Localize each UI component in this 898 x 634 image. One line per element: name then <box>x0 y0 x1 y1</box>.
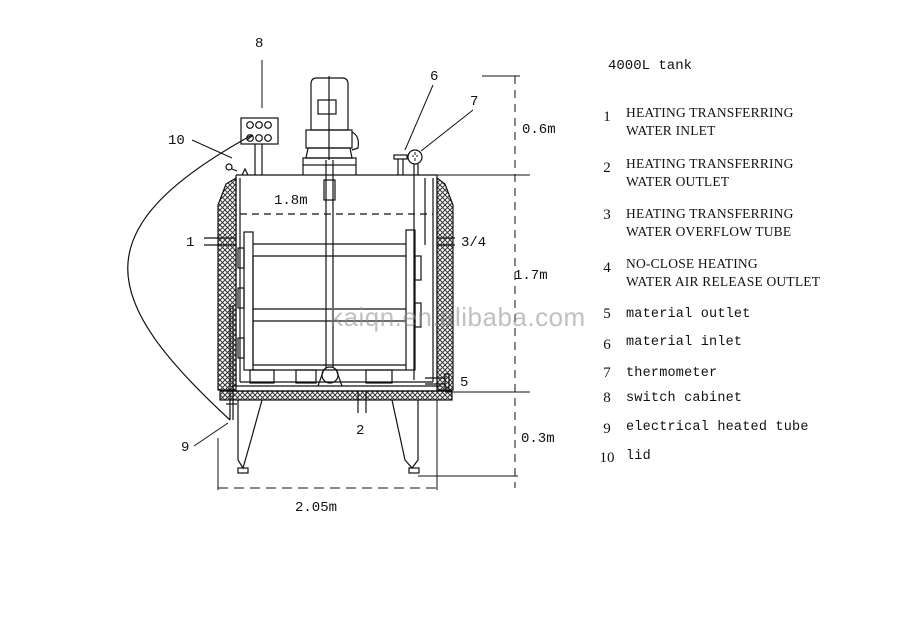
switch-cabinet <box>240 117 279 175</box>
legend-text: thermometer <box>626 366 718 381</box>
material-inlet <box>393 154 408 175</box>
electrical-heated-tube <box>127 134 253 421</box>
legend-text: NO-CLOSE HEATING WATER AIR RELEASE OUTLE… <box>626 256 821 289</box>
callout-10: 10 <box>168 133 185 149</box>
legend-text: lid <box>626 449 651 464</box>
legend-title: 4000L tank <box>608 58 693 74</box>
legend-num: 8 <box>603 390 611 406</box>
pipe-outlet-2 <box>357 391 367 413</box>
legend-num: 10 <box>599 450 615 466</box>
legs <box>237 399 420 474</box>
dim-inner-width: 1.8m <box>274 193 308 209</box>
lid <box>225 163 249 176</box>
thermometer <box>407 149 423 380</box>
legend-text: HEATING TRANSFERRING WATER OVERFLOW TUBE <box>626 206 794 239</box>
tank-body <box>228 174 445 392</box>
callout-1: 1 <box>186 235 195 251</box>
agitator-frame <box>237 229 422 387</box>
dim-top-height: 0.6m <box>522 122 556 138</box>
leader-lines <box>191 60 474 447</box>
legend-num: 1 <box>603 109 611 125</box>
pipe-outlet-5 <box>425 373 450 389</box>
callout-5: 5 <box>460 375 469 391</box>
pipe-inlet-1 <box>204 237 236 246</box>
legend-text: HEATING TRANSFERRING WATER INLET <box>626 105 794 138</box>
legend-text: switch cabinet <box>626 391 743 406</box>
callout-2: 2 <box>356 423 365 439</box>
legend-text: electrical heated tube <box>626 420 809 435</box>
legend-text: material outlet <box>626 307 751 322</box>
legend-num: 3 <box>603 207 611 223</box>
watermark: kaiqn.en.alibaba.com <box>330 302 586 332</box>
callout-9: 9 <box>181 440 190 456</box>
motor <box>302 76 359 175</box>
legend-num: 7 <box>603 365 611 381</box>
dim-leg-height: 0.3m <box>521 431 555 447</box>
legend-text: material inlet <box>626 335 743 350</box>
callout-3-4: 3/4 <box>461 235 487 251</box>
dim-overall-width: 2.05m <box>295 500 338 516</box>
legend-num: 2 <box>603 160 611 176</box>
dim-body-height: 1.7m <box>514 268 548 284</box>
callout-8: 8 <box>255 36 264 52</box>
callout-7: 7 <box>470 94 479 110</box>
callout-6: 6 <box>430 69 439 85</box>
pipe-overflow-3-4 <box>424 178 455 246</box>
legend-num: 5 <box>603 306 611 322</box>
legend-text: HEATING TRANSFERRING WATER OUTLET <box>626 156 794 189</box>
legend-num: 4 <box>603 260 611 276</box>
legend-num: 6 <box>603 337 611 353</box>
dimension-lines <box>217 75 530 490</box>
agitator-shaft <box>323 160 336 368</box>
legend-num: 9 <box>603 421 611 437</box>
